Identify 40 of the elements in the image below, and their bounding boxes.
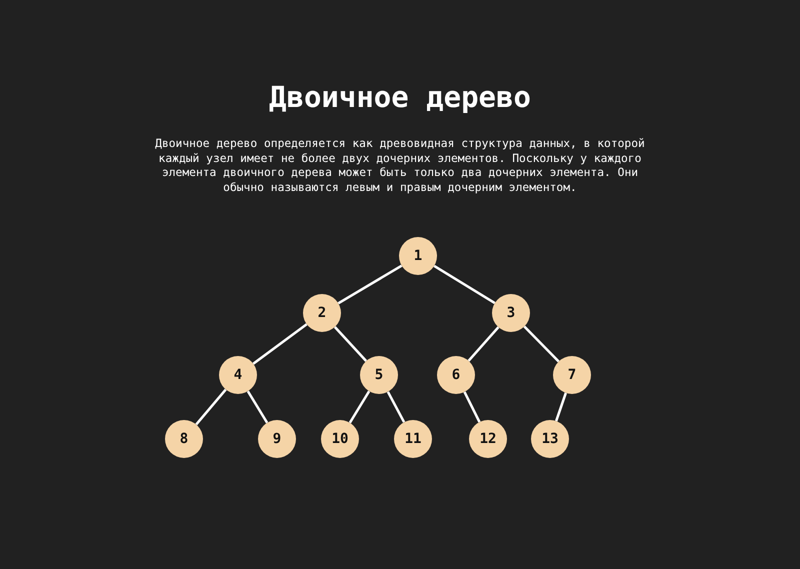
tree-node — [553, 356, 591, 394]
tree-node — [492, 294, 530, 332]
tree-node — [219, 356, 257, 394]
tree-node — [531, 420, 569, 458]
tree-edge — [386, 391, 406, 423]
node-label: 8 — [180, 431, 188, 447]
tree-node — [399, 237, 437, 275]
node-label: 1 — [414, 248, 422, 264]
node-label: 3 — [506, 305, 516, 321]
tree-edge — [434, 264, 496, 304]
tree-edge — [338, 264, 402, 304]
tree-node — [360, 356, 398, 394]
title: Двоичное дерево — [269, 80, 531, 114]
tree-node — [258, 420, 296, 458]
tree-node — [469, 420, 507, 458]
node-label: 11 — [404, 431, 422, 447]
node-label: 7 — [568, 367, 576, 383]
tree-edge — [468, 326, 500, 362]
tree-edge — [463, 391, 481, 423]
tree-edge — [555, 392, 567, 422]
node-label: 5 — [374, 367, 384, 383]
node-label: 4 — [234, 367, 242, 383]
tree-edge — [246, 390, 268, 424]
tree-edge — [523, 326, 560, 362]
node-label: 10 — [332, 431, 348, 447]
tree-node — [303, 294, 341, 332]
caption: Двоичное дерево определяется как древовидная структура данных, в которой каждый узел имеет не более двух дочерних элементов. Поскольку у каждого элемента двоичного дерева может быть только два дочерних элемента. Они обычно называются левым и правым дочерним элементом. — [154, 137, 646, 195]
tree-edge — [195, 388, 227, 426]
node-label: 6 — [452, 367, 460, 383]
tree-edge — [334, 326, 368, 362]
node-label: 2 — [318, 305, 326, 321]
tree-node — [394, 420, 432, 458]
node-label: 13 — [542, 431, 558, 447]
tree-node — [437, 356, 475, 394]
node-label: 9 — [272, 431, 282, 447]
tree-node — [165, 420, 203, 458]
tree-edge — [348, 390, 370, 424]
tree-edge — [252, 323, 308, 365]
node-label: 12 — [480, 431, 496, 447]
tree-node — [321, 420, 359, 458]
